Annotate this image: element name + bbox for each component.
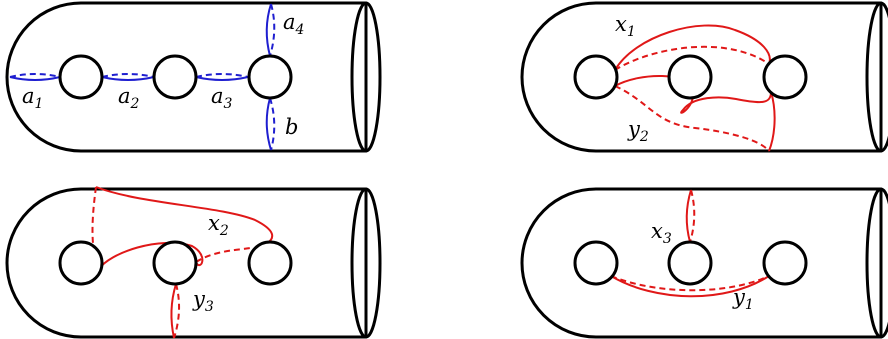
- curve-x3-dashed: [689, 189, 696, 243]
- panel-top-left: a1 a2 a3 a4 b: [5, 1, 382, 153]
- curve-x2-dashed: [91, 186, 99, 271]
- curve-y1-dashed: [610, 275, 770, 292]
- curve-a4-solid: [265, 3, 272, 57]
- label-a4: a4: [283, 10, 304, 38]
- curve-y3-solid: [170, 283, 177, 339]
- hole-3: [247, 240, 293, 286]
- panel-top-right: x1 y2: [520, 1, 888, 153]
- curve-a3-solid: [195, 76, 249, 81]
- red-curves: [610, 189, 770, 298]
- label-x2: x2: [208, 211, 229, 239]
- curve-a1-solid: [9, 76, 61, 81]
- hole-2: [667, 54, 713, 100]
- hole-2: [667, 240, 713, 286]
- curve-y1-solid: [610, 275, 770, 298]
- hole-1: [573, 240, 619, 286]
- curve-a1-dashed: [9, 73, 61, 78]
- curve-b-dashed: [269, 97, 276, 151]
- curve-a2-dashed: [101, 73, 155, 78]
- curve-x2-dashed-2: [195, 247, 251, 263]
- hole-3: [247, 54, 293, 100]
- curve-y2-solid-2: [768, 91, 776, 152]
- hole-3: [762, 240, 808, 286]
- label-b: b: [285, 115, 298, 139]
- curve-x1-dashed: [614, 45, 770, 71]
- curve-x3-solid: [685, 189, 692, 243]
- curve-a4-dashed: [269, 3, 276, 57]
- curve-y3-dashed: [173, 283, 180, 339]
- red-curves: [614, 24, 776, 152]
- hole-3: [762, 54, 808, 100]
- label-y1: y1: [732, 285, 754, 313]
- curve-x2-solid: [95, 186, 274, 245]
- panel-bottom-left: x2 y3: [5, 186, 382, 339]
- label-x3: x3: [651, 219, 672, 247]
- curve-a2-solid: [101, 76, 155, 81]
- curve-y2-dashed: [614, 85, 770, 152]
- curve-a3-dashed: [195, 73, 249, 78]
- panel-bottom-right: x3 y1: [520, 187, 888, 339]
- hole-2: [152, 240, 198, 286]
- hole-1: [58, 240, 104, 286]
- label-y2: y2: [627, 117, 649, 145]
- curve-x1-solid: [614, 24, 771, 71]
- label-a2: a2: [118, 84, 140, 112]
- hole-1: [58, 54, 104, 100]
- blue-curves: [9, 3, 276, 151]
- label-a3: a3: [211, 84, 233, 112]
- hole-1: [573, 54, 619, 100]
- label-a1: a1: [22, 84, 43, 112]
- label-y3: y3: [192, 287, 214, 315]
- label-x1: x1: [615, 12, 636, 40]
- hole-2: [152, 54, 198, 100]
- curve-b-solid: [265, 97, 272, 151]
